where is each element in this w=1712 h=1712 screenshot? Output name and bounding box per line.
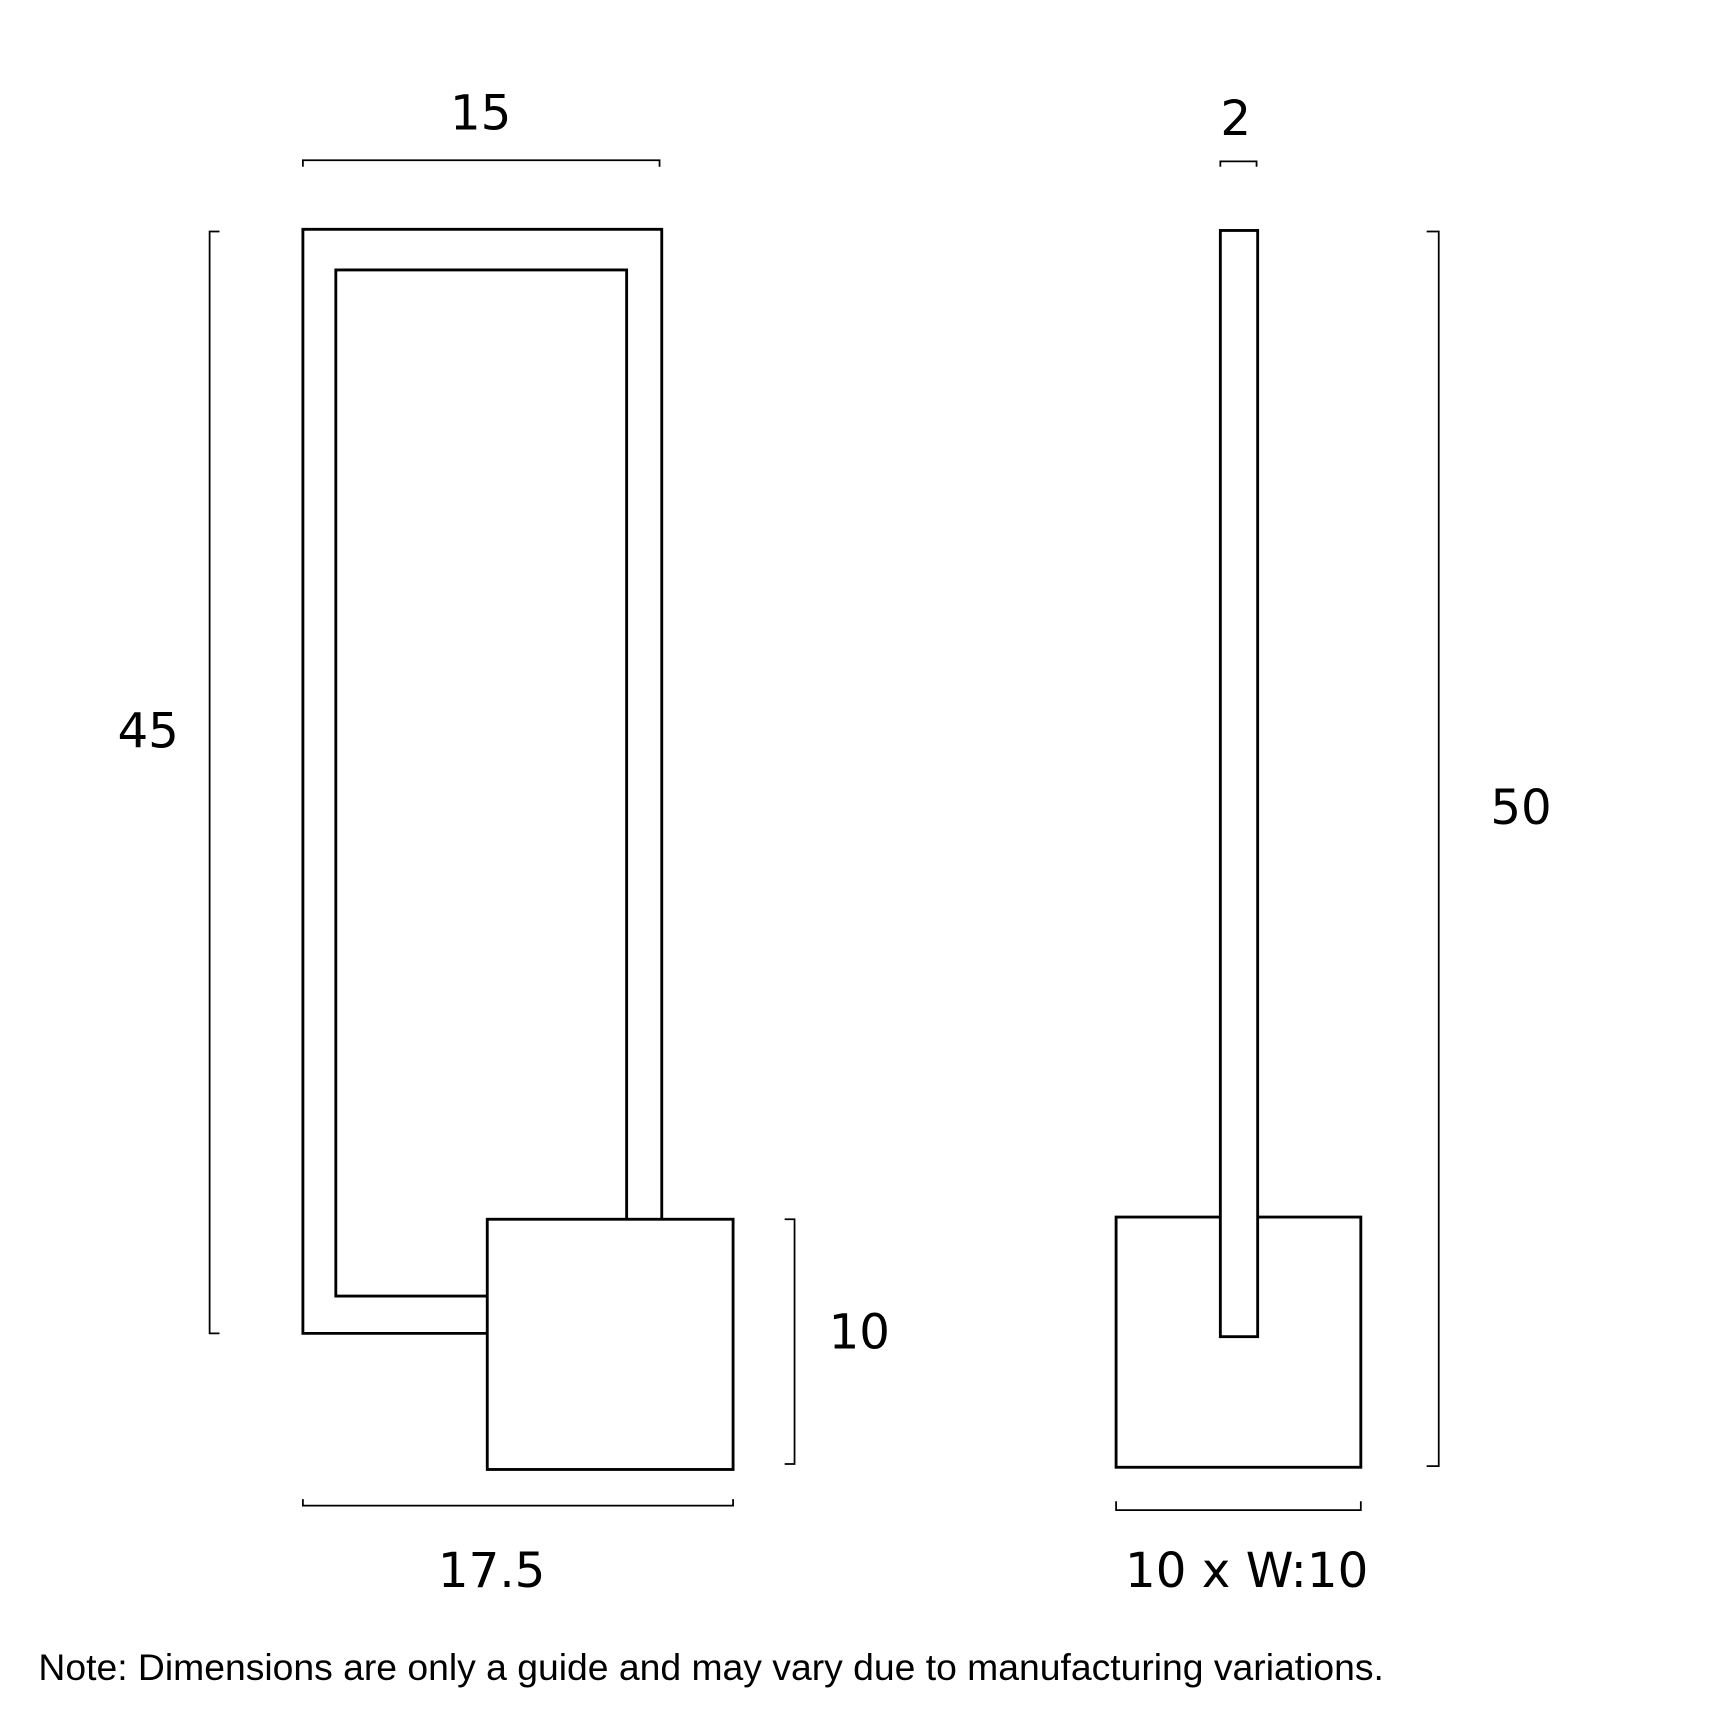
disclaimer-note: Note: Dimensions are only a guide and ma… bbox=[38, 1646, 1383, 1688]
height-dimension-line bbox=[208, 230, 220, 1335]
width-dimension-line bbox=[302, 159, 661, 167]
side-view: 2 50 10 x W:10 bbox=[1114, 91, 1552, 1599]
side-bar bbox=[1218, 229, 1260, 1339]
depth-dimension-line bbox=[1219, 160, 1258, 167]
depth-label: 2 bbox=[1220, 91, 1251, 147]
base-label: 10 x W:10 bbox=[1125, 1543, 1368, 1599]
total-width-dimension-line bbox=[302, 1499, 734, 1507]
base-dimension-line bbox=[1115, 1501, 1362, 1511]
base-height-dimension-line bbox=[784, 1218, 796, 1465]
side-height-label: 50 bbox=[1490, 780, 1551, 836]
width-label: 15 bbox=[450, 85, 511, 141]
front-base bbox=[485, 1217, 735, 1471]
side-height-dimension-line bbox=[1426, 230, 1440, 1468]
height-label: 45 bbox=[117, 703, 178, 759]
base-height-label: 10 bbox=[829, 1305, 890, 1361]
total-width-label: 17.5 bbox=[438, 1543, 545, 1599]
front-view: 15 45 10 17.5 bbox=[117, 85, 890, 1598]
frame-inner bbox=[334, 268, 629, 1298]
